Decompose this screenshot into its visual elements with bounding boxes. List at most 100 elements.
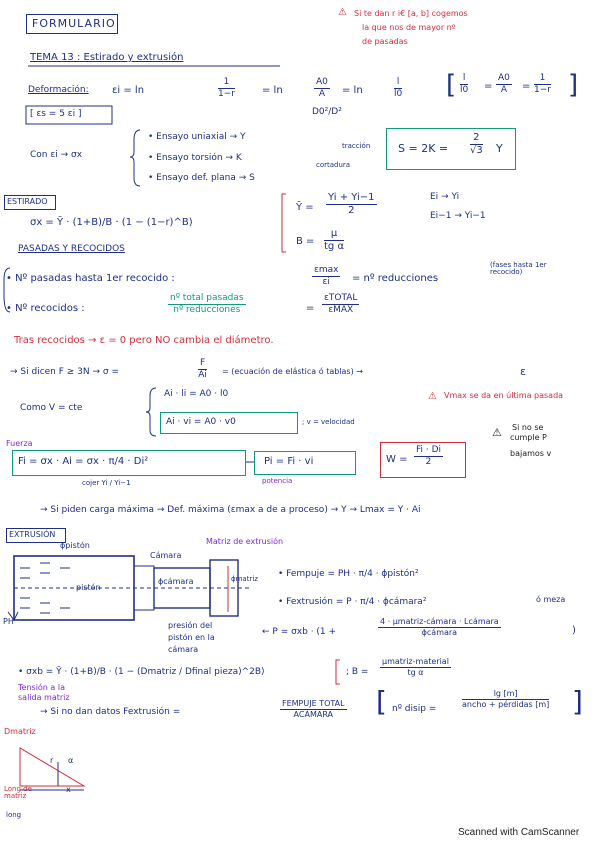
como-label: Como V = cte	[20, 403, 83, 413]
sidicen-eq: = (ecuación de elástica ó tablas) →	[222, 367, 363, 376]
scanned-label: Scanned with CamScanner	[458, 827, 580, 838]
rb-eq-a: =	[484, 81, 493, 92]
note-a: Si no se	[512, 423, 544, 432]
presion1: presión del	[168, 621, 213, 630]
warning-icon-2: ⚠	[428, 391, 437, 402]
presion2: pistón en la	[168, 633, 215, 642]
potencia-eq: Pi = Fi · vi	[264, 456, 314, 467]
d0d2-note: D0²/D²	[312, 107, 342, 117]
ndisip-lhs: nº disip =	[392, 704, 437, 714]
deformacion-eps: εi = ln	[112, 85, 145, 96]
w-box	[380, 442, 466, 478]
ndisip-frac: lg [m]ancho + pérdidas [m]	[462, 689, 550, 709]
fuerza-box	[12, 450, 246, 476]
deformacion-box: [ εs = 5 εi ]	[30, 109, 82, 119]
deformacion-label: Deformación:	[28, 85, 89, 95]
pasadas-note1: (fases hasta 1er recocido)	[490, 261, 547, 276]
como-l1: Ai · li = A0 · l0	[164, 389, 229, 399]
estirado-tag: ESTIRADO	[7, 197, 48, 206]
s-formula-box	[386, 128, 516, 170]
sidicen-text: → Si dicen F ≥ 3N → σ =	[10, 367, 120, 377]
extrusion-tag: EXTRUSIÓN	[9, 530, 56, 539]
estirado-eq: σx = Ȳ · (1+B)/B · (1 − (1−r)^B)	[30, 217, 193, 228]
empuje-eq: • Fempuje = PH · π/4 · ϕpistón²	[278, 569, 419, 579]
pasadas-line1: • Nº pasadas hasta 1er recocido :	[6, 273, 175, 284]
como-l2-box	[160, 412, 298, 434]
carga-text: → Si piden carga máxima → Def. máxima (ε…	[40, 505, 421, 515]
tension1: Tensión a la	[18, 683, 65, 692]
w-lhs: W =	[386, 454, 408, 465]
pasadas-res1: = nº reducciones	[352, 273, 439, 284]
warning-icon-3: ⚠	[492, 426, 502, 439]
pasadas-line2: • Nº recocidos :	[6, 303, 85, 314]
deformacion-eq2: = ln	[342, 85, 363, 96]
como-warn: Vmax se da en última pasada	[444, 391, 564, 400]
potencia-label: potencia	[262, 477, 293, 485]
fuerza-eq: Fi = σx · Ai = σx · π/4 · Di²	[18, 456, 149, 467]
ybar-lhs: Ȳ =	[296, 202, 314, 213]
extru-eq: • Fextrusión = P · π/4 · ϕcámara²	[278, 597, 427, 607]
con-label: Con εi → σx	[30, 150, 83, 160]
warn1-text: Tras recocidos → ε = 0 pero NO cambia el…	[14, 335, 274, 346]
estirado-tag-box	[4, 195, 56, 210]
header-note-3: de pasadas	[362, 37, 408, 46]
s-formula-y: Y	[496, 142, 503, 155]
fuerza-label: Fuerza	[6, 439, 33, 448]
long2: long	[6, 811, 22, 819]
title-box	[26, 14, 118, 34]
p-close: )	[572, 625, 576, 636]
pasadas-title: PASADAS Y RECOCIDOS	[18, 244, 125, 254]
s-formula: S = 2K =	[398, 142, 449, 155]
map2: Ei−1 → Yi−1	[430, 211, 486, 221]
con-item2-sub: cortadura	[316, 161, 351, 169]
diagram-alpha: α	[68, 756, 74, 765]
scanner-footer: Scanned with CamScanner	[0, 823, 594, 848]
con-item1: • Ensayo uniaxial → Y	[148, 132, 246, 142]
header-note-1: Si te dan r i€ [a, b] cogemos	[354, 9, 468, 18]
b2-lhs: ; B =	[346, 667, 369, 677]
presion3: cámara	[168, 645, 199, 654]
bracket-left: [	[446, 70, 457, 100]
header-note-2: la que nos de mayor nº	[362, 23, 456, 32]
bracket-right: ]	[568, 70, 579, 100]
s-formula-frac: 2√3	[470, 132, 483, 156]
meza-note: ó meza	[536, 595, 566, 604]
sidicen-res: ε	[520, 365, 526, 378]
matriz-inner: ϕmatriz	[231, 575, 258, 583]
diagram-r: r	[50, 756, 54, 765]
tension2: salida matriz	[18, 693, 70, 702]
nodat-text: → Si no dan datos Fextrusión =	[40, 707, 181, 717]
deformacion-eq1: = ln	[262, 85, 283, 96]
matriz-label: Matriz de extrusión	[206, 537, 284, 546]
piston-label: ϕpistón	[60, 541, 90, 550]
con-item3: • Ensayo def. plana → S	[148, 173, 255, 183]
fuerza-sub: cojer Yi / Yi−1	[82, 479, 131, 487]
camara-inner: ϕcámara	[158, 577, 194, 586]
extrusion-tag-box	[6, 528, 66, 543]
map1: Ei → Yi	[430, 192, 460, 202]
ndisip-bracket-l: [	[376, 685, 387, 718]
page-title: FORMULARIO	[32, 17, 116, 30]
potencia-box	[254, 451, 356, 475]
note-c: bajamos v	[510, 449, 552, 458]
como-l2: Ai · vi = A0 · v0	[166, 417, 236, 427]
piston-inner: pistón	[76, 583, 101, 592]
ph-label: PH	[3, 617, 14, 626]
como-l2-note: ; v = velocidad	[302, 418, 355, 426]
diagram-x: x	[66, 785, 71, 794]
warning-icon: ⚠	[338, 7, 347, 18]
note-b: cumple P	[510, 433, 547, 442]
ndisip-bracket-r: ]	[572, 685, 583, 718]
